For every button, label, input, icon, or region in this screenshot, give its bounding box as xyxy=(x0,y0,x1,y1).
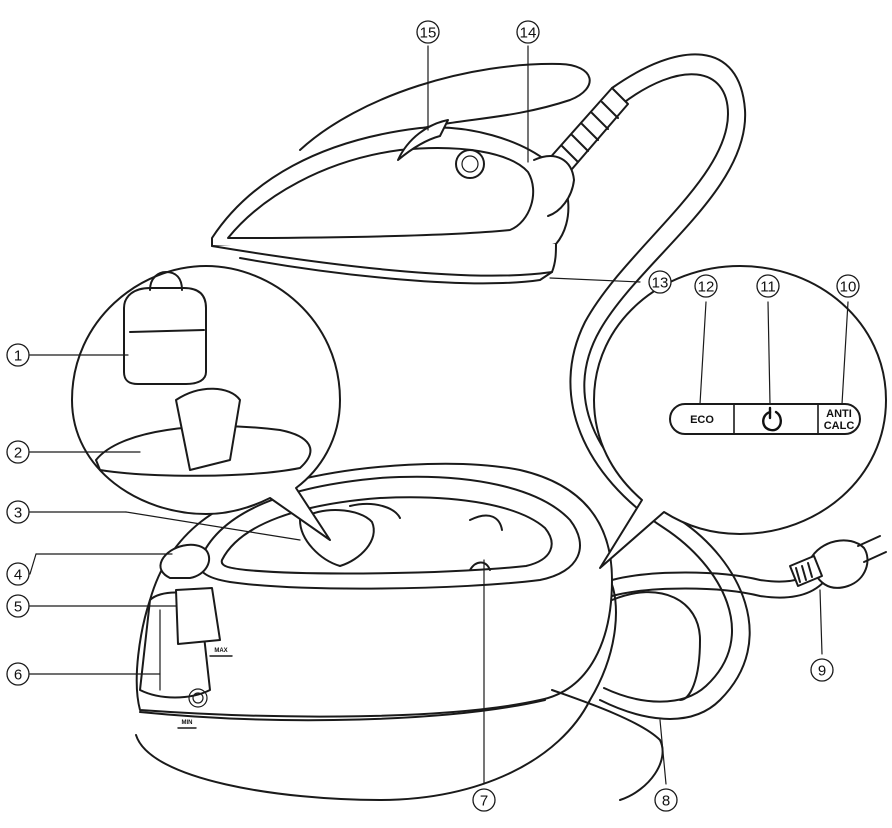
detail-circle-descaling xyxy=(71,265,341,541)
callout-circle xyxy=(6,440,30,464)
callout-15: 15 xyxy=(416,20,440,44)
callout-number: 4 xyxy=(14,567,22,584)
callout-circle xyxy=(836,274,860,298)
power-plug xyxy=(789,535,887,589)
callout-circle xyxy=(6,500,30,524)
callout-circle xyxy=(6,562,30,586)
eco-label: ECO xyxy=(690,414,714,426)
callout-14: 14 xyxy=(516,20,540,44)
callout-number: 14 xyxy=(520,25,537,42)
callout-number: 9 xyxy=(818,663,826,680)
callout-13: 13 xyxy=(648,270,672,294)
control-panel xyxy=(669,403,861,435)
base-hose xyxy=(551,689,664,801)
callout-circle xyxy=(810,658,834,682)
callout-1: 1 xyxy=(6,343,30,367)
callout-circle xyxy=(694,274,718,298)
callout-3: 3 xyxy=(6,500,30,524)
callout-number: 13 xyxy=(652,275,669,292)
steam-hose xyxy=(569,53,751,720)
callout-circle xyxy=(6,343,30,367)
callout-number: 2 xyxy=(14,445,22,462)
anticalc-label-line1: ANTI xyxy=(826,408,852,420)
tank-min-label: MIN xyxy=(182,720,193,726)
callout-6: 6 xyxy=(6,662,30,686)
callout-9: 9 xyxy=(810,658,834,682)
detail-circle-control-panel xyxy=(593,265,887,569)
callout-4: 4 xyxy=(6,562,30,586)
leader-lines xyxy=(29,45,849,785)
callout-circle xyxy=(6,662,30,686)
callout-number: 3 xyxy=(14,505,22,522)
callout-number: 1 xyxy=(14,348,22,365)
iron xyxy=(211,62,591,285)
callout-number: 12 xyxy=(698,279,715,296)
callout-circle xyxy=(648,270,672,294)
callout-number: 5 xyxy=(14,599,22,616)
callout-10: 10 xyxy=(836,274,860,298)
callout-number: 7 xyxy=(480,793,488,810)
power-icon xyxy=(762,406,782,432)
callout-number: 6 xyxy=(14,667,22,684)
callout-5: 5 xyxy=(6,594,30,618)
callout-circle xyxy=(472,788,496,812)
callout-2: 2 xyxy=(6,440,30,464)
callout-12: 12 xyxy=(694,274,718,298)
callout-circle xyxy=(516,20,540,44)
tank-max-label: MAX xyxy=(214,648,227,654)
callout-number: 8 xyxy=(662,793,670,810)
callout-number: 15 xyxy=(420,25,437,42)
callout-11: 11 xyxy=(756,274,780,298)
callout-circle xyxy=(6,594,30,618)
logo-badge-icon xyxy=(455,149,485,179)
callout-circle xyxy=(756,274,780,298)
callout-circle xyxy=(654,788,678,812)
callout-number: 11 xyxy=(760,279,776,296)
callout-circle xyxy=(416,20,440,44)
anticalc-label-line2: CALC xyxy=(824,420,855,432)
callout-7: 7 xyxy=(472,788,496,812)
callout-8: 8 xyxy=(654,788,678,812)
callout-number: 10 xyxy=(840,279,857,296)
